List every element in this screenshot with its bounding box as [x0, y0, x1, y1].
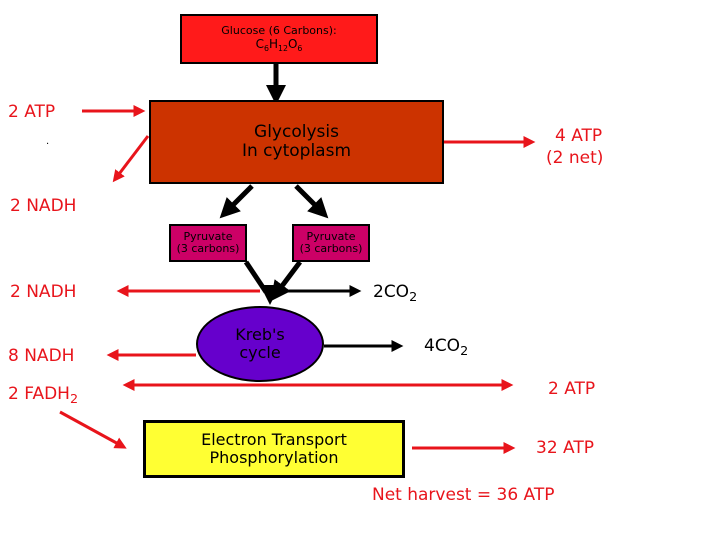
glycolysis-line1: Glycolysis: [254, 122, 339, 142]
co2-krebs-sub: 2: [460, 343, 469, 359]
co2-pyruvate-main: 2CO: [373, 282, 410, 302]
nadh-glycolysis-label: 2 NADH: [10, 196, 77, 216]
glucose-title: Glucose (6 Carbons):: [221, 24, 337, 37]
glycolysis-box: Glycolysis In cytoplasm: [149, 100, 444, 184]
pyruvate-right-to-krebs-arrow: [270, 260, 302, 302]
fadh-to-etc-arrow: [59, 410, 127, 449]
co2-pyruvate-label: 2CO2: [373, 282, 418, 305]
nadh-krebs-label: 8 NADH: [8, 346, 75, 366]
atp-etc-label: 32 ATP: [536, 438, 594, 458]
pyruvate-left-line1: Pyruvate: [183, 230, 233, 243]
glycolysis-to-pyruvate-right-arrow: [294, 184, 329, 219]
nadh-glycolysis-arrow: [112, 135, 150, 183]
formula-o: O: [287, 37, 298, 51]
pyruvate-right-line2: (3 carbons): [299, 242, 363, 255]
atp-net-label: (2 net): [546, 148, 604, 168]
krebs-line1: Kreb's: [235, 325, 285, 344]
fadh-main: 2 FADH: [8, 384, 70, 404]
co2-pyruvate-sub: 2: [409, 289, 418, 305]
formula-c: C: [255, 37, 265, 51]
glucose-formula: C6H12O6: [256, 37, 303, 53]
formula-o-sub: 6: [297, 43, 303, 53]
formula-h-sub: 12: [278, 43, 288, 53]
fadh-label: 2 FADH2: [8, 384, 79, 407]
co2-krebs-main: 4CO: [424, 336, 461, 356]
co2-krebs-label: 4CO2: [424, 336, 469, 359]
atp-krebs-label: 2 ATP: [548, 379, 596, 399]
pyruvate-right-line1: Pyruvate: [306, 230, 356, 243]
pyruvate-left-to-krebs-arrow: [243, 260, 269, 294]
nadh-pyruvate-label: 2 NADH: [10, 282, 77, 302]
electron-transport-box: Electron Transport Phosphorylation: [143, 420, 405, 478]
glycolysis-to-pyruvate-left-arrow: [219, 184, 254, 219]
pyruvate-left-line2: (3 carbons): [176, 242, 240, 255]
pyruvate-left-box: Pyruvate (3 carbons): [169, 224, 247, 262]
pyruvate-right-box: Pyruvate (3 carbons): [292, 224, 370, 262]
atp-output-label: 4 ATP: [555, 126, 603, 146]
net-harvest-label: Net harvest = 36 ATP: [372, 485, 555, 505]
etc-line2: Phosphorylation: [209, 448, 339, 467]
formula-c-sub: 6: [264, 43, 269, 53]
krebs-cycle-circle: Kreb's cycle: [196, 306, 324, 382]
glucose-box: Glucose (6 Carbons): C6H12O6: [180, 14, 378, 64]
fadh-sub: 2: [69, 391, 79, 407]
formula-h: H: [268, 37, 279, 51]
glycolysis-line2: In cytoplasm: [241, 141, 351, 161]
krebs-line2: cycle: [239, 343, 281, 362]
etc-line1: Electron Transport: [201, 430, 347, 449]
stray-dot: .: [46, 136, 50, 147]
atp-input-label: 2 ATP: [8, 102, 56, 122]
